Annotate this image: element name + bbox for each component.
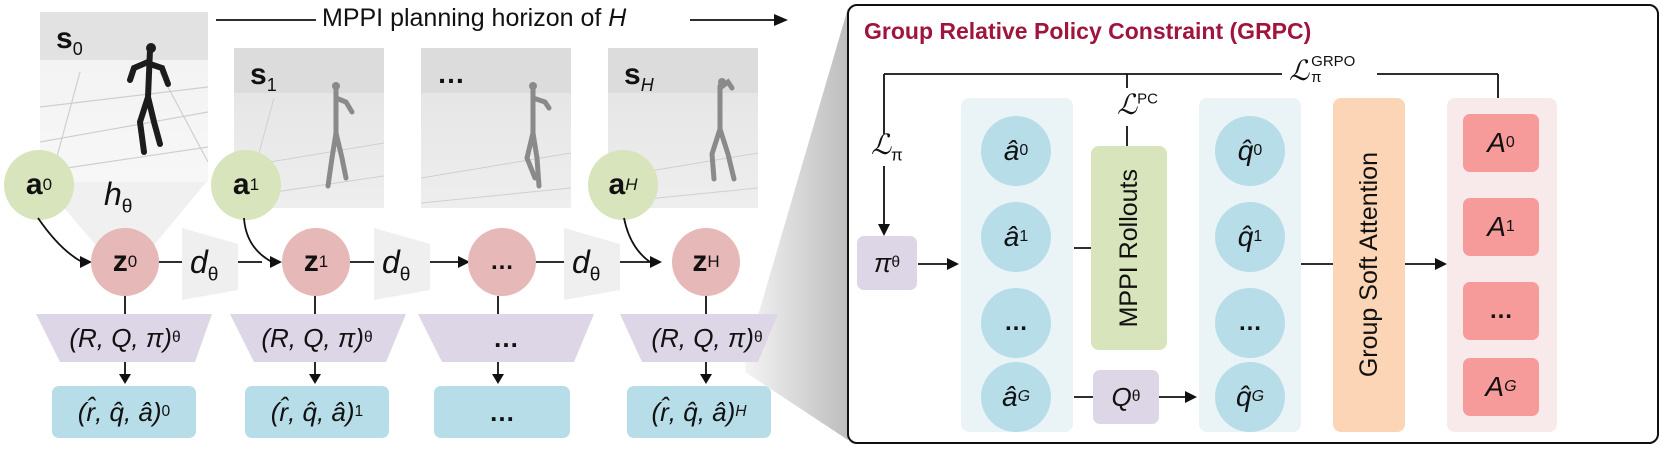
loss-grpo-sup: GRPO <box>1311 53 1356 70</box>
horizon-var: H <box>608 4 627 32</box>
grpc-title: Group Relative Policy Constraint (GRPC) <box>864 18 1312 44</box>
qvalue-1: q̂1 <box>1215 202 1285 272</box>
state-label-1: s1 <box>250 58 277 95</box>
sampled-action-2: … <box>981 288 1051 358</box>
head-shape-1 <box>230 314 406 362</box>
zoom-funnel <box>745 8 848 440</box>
mppi-rollouts-label: MPPI Rollouts <box>1114 168 1143 328</box>
dynamics-shape-2 <box>374 228 430 300</box>
loss-grpo-sub: π <box>1311 69 1322 86</box>
loss-grpo: ℒ GRPO π <box>1285 53 1360 87</box>
robot-figure-h <box>709 78 737 182</box>
head-label-0: (R, Q, π)θ <box>69 322 181 353</box>
encoder-funnel <box>40 180 208 250</box>
output-box-2: … <box>434 386 570 438</box>
head-shape-0 <box>36 314 212 362</box>
head-shape-3 <box>620 314 778 362</box>
qvalue-g: q̂G <box>1215 362 1285 432</box>
robot-figure-1 <box>325 82 355 189</box>
loss-pc: ℒPC <box>1117 88 1159 121</box>
state-label-2: … <box>437 58 465 89</box>
dynamics-shape-1 <box>182 228 238 300</box>
dynamics-label-1: dθ <box>190 244 219 286</box>
state-frame-0: s0 <box>40 12 208 182</box>
dynamics-label-3: dθ <box>572 244 601 286</box>
latent-node-2: … <box>468 228 536 296</box>
loss-pi: ℒπ <box>871 128 903 165</box>
state-label-0: s0 <box>56 22 83 59</box>
dynamics-shape-3 <box>564 228 620 300</box>
advantage-2: … <box>1463 282 1539 340</box>
group-soft-attention-label: Group Soft Attention <box>1354 152 1383 378</box>
loss-grpo-base: ℒ <box>1289 54 1310 87</box>
robot-figure-0 <box>127 43 171 155</box>
encoder-label: hθ <box>104 176 133 218</box>
group-soft-attention-box: Group Soft Attention <box>1333 98 1405 432</box>
state-frame-2: … <box>421 48 571 208</box>
horizon-label-text: MPPI planning horizon of <box>322 4 609 32</box>
robot-figure-2 <box>524 82 552 189</box>
mppi-rollouts-box: MPPI Rollouts <box>1091 146 1167 350</box>
grpc-panel: Group Relative Policy Constraint (GRPC) <box>847 4 1659 444</box>
qvalue-2: … <box>1215 288 1285 358</box>
head-label-h: (R, Q, π)θ <box>651 322 763 353</box>
head-label-1: (R, Q, π)θ <box>261 322 373 353</box>
state-frame-1: s1 <box>234 48 384 208</box>
qvalue-0: q̂0 <box>1215 116 1285 186</box>
grpc-connectors <box>878 73 1499 403</box>
head-label-2: … <box>493 322 519 353</box>
dynamics-label-2: dθ <box>382 244 411 286</box>
output-box-1: (r̂, q̂, â)1 <box>245 386 389 438</box>
head-shape-2 <box>418 314 594 362</box>
output-box-h: (r̂, q̂, â)H <box>627 386 771 438</box>
horizon-label: MPPI planning horizon of H <box>322 4 626 33</box>
state-label-h: sH <box>624 58 654 95</box>
output-box-0: (r̂, q̂, â)0 <box>52 386 196 438</box>
